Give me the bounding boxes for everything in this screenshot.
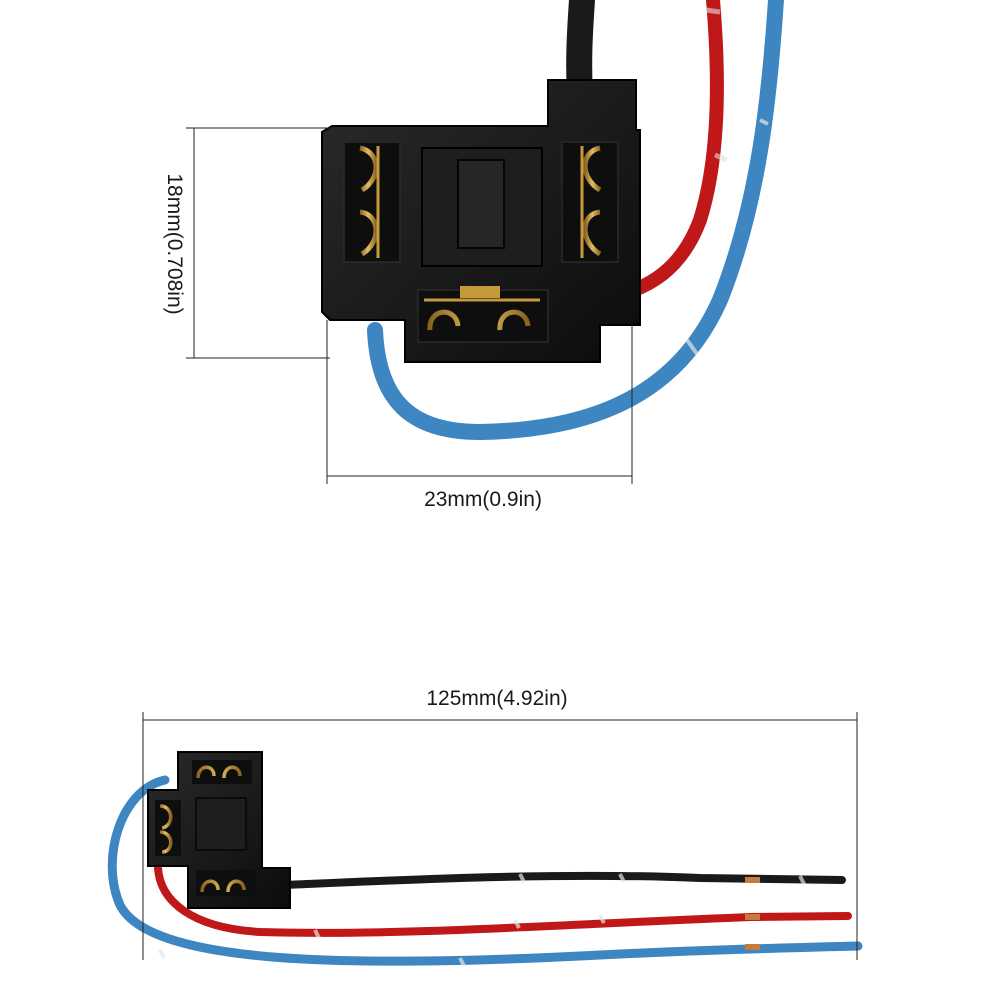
top-terminal bbox=[196, 765, 242, 779]
top-terminal-slot bbox=[192, 760, 252, 784]
blue-wire-marks bbox=[685, 118, 769, 356]
black-wire-bottom bbox=[281, 871, 846, 889]
bottom-terminal bbox=[427, 309, 531, 331]
connector-closeup bbox=[321, 0, 784, 441]
red-wire-bottom bbox=[154, 864, 852, 937]
blue-wire-top bbox=[367, 0, 784, 441]
bottom-terminal-2 bbox=[200, 879, 246, 893]
harness-full bbox=[107, 751, 863, 967]
left-terminal bbox=[359, 145, 379, 257]
height-dimension-label: 18mm(0.708in) bbox=[163, 173, 186, 315]
red-wire-marks bbox=[705, 7, 728, 163]
width-dimension-label: 23mm(0.9in) bbox=[424, 488, 542, 511]
blue-wire-bottom bbox=[107, 775, 863, 966]
center-block-bottom bbox=[195, 797, 247, 851]
bottom-terminal-tab bbox=[460, 286, 500, 298]
wire-marks-bottom bbox=[158, 873, 806, 967]
length-dimension-label: 125mm(4.92in) bbox=[426, 687, 568, 710]
dimension-lines-bottom bbox=[142, 712, 858, 960]
dimension-lines-top bbox=[186, 127, 633, 484]
right-terminal bbox=[582, 145, 602, 257]
red-wire-top bbox=[598, 0, 724, 305]
side-terminal bbox=[159, 804, 173, 854]
center-slot bbox=[457, 159, 505, 249]
